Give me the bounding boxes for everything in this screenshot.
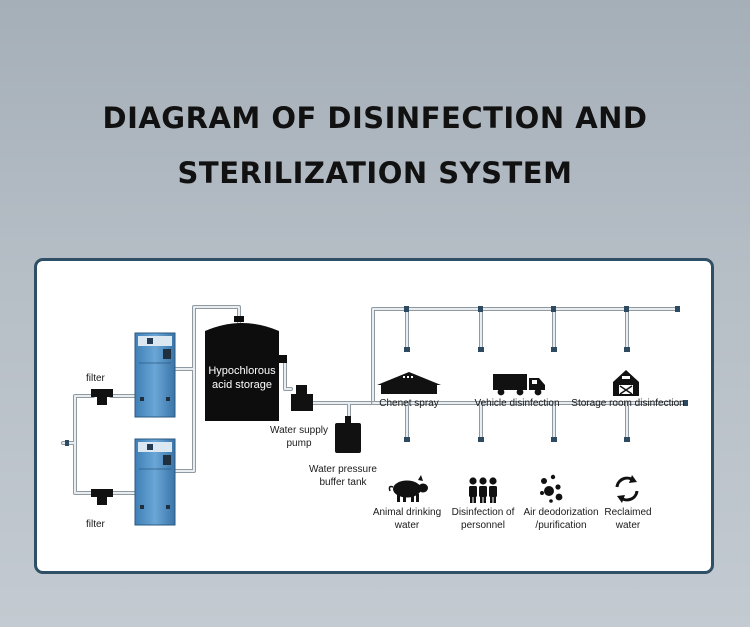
personnel-label-1: Disinfection of xyxy=(451,507,515,518)
title-line-2: STERILIZATION SYSTEM xyxy=(177,156,573,190)
pump-label-2: pump xyxy=(286,438,312,449)
truck-icon xyxy=(493,374,545,396)
air-deodorization-label-2: /purification xyxy=(535,520,587,531)
diagram-panel: filter filter Hypochlorous acid storage … xyxy=(34,258,714,574)
buffer-tank-label-1: Water pressure xyxy=(309,464,377,475)
personnel-label-2: personnel xyxy=(461,520,505,531)
generator-bottom xyxy=(134,438,176,526)
system-diagram xyxy=(61,305,688,526)
storage-tank-label-1: Hypochlorous xyxy=(208,365,276,377)
pipe-network xyxy=(61,305,687,495)
vehicle-disinfection-label: Vehicle disinfection xyxy=(474,398,560,409)
filter-top xyxy=(91,389,113,405)
filter-bottom xyxy=(91,489,113,505)
water-supply-pump xyxy=(291,385,313,411)
valve-marks xyxy=(65,306,688,446)
title-line-1: DIAGRAM OF DISINFECTION AND xyxy=(102,101,648,135)
chenet-spray-label: Chenet spray xyxy=(379,398,439,409)
pressure-buffer-tank xyxy=(335,416,361,453)
people-icon xyxy=(469,477,497,503)
storage-room-disinfection-label: Storage room disinfection xyxy=(571,398,685,409)
reclaimed-water-label-2: water xyxy=(615,520,641,531)
recycle-icon xyxy=(615,475,639,503)
storage-tank-label-2: acid storage xyxy=(212,379,272,391)
buffer-tank-label-2: buffer tank xyxy=(319,477,367,488)
pump-label-1: Water supply xyxy=(270,425,328,436)
storage-room-icon xyxy=(613,370,639,396)
generator-top xyxy=(134,332,176,418)
air-molecule-icon xyxy=(540,474,563,503)
barn-icon xyxy=(377,372,441,394)
filter-top-label: filter xyxy=(86,373,105,384)
filter-bottom-label: filter xyxy=(86,519,105,530)
pig-icon xyxy=(388,475,428,502)
hypochlorous-storage-tank xyxy=(205,316,287,421)
air-deodorization-label-1: Air deodorization xyxy=(523,507,599,518)
animal-drinking-label-1: Animal drinking xyxy=(372,507,442,518)
animal-drinking-label-2: water xyxy=(394,520,420,531)
reclaimed-water-label-1: Reclaimed xyxy=(604,507,652,518)
